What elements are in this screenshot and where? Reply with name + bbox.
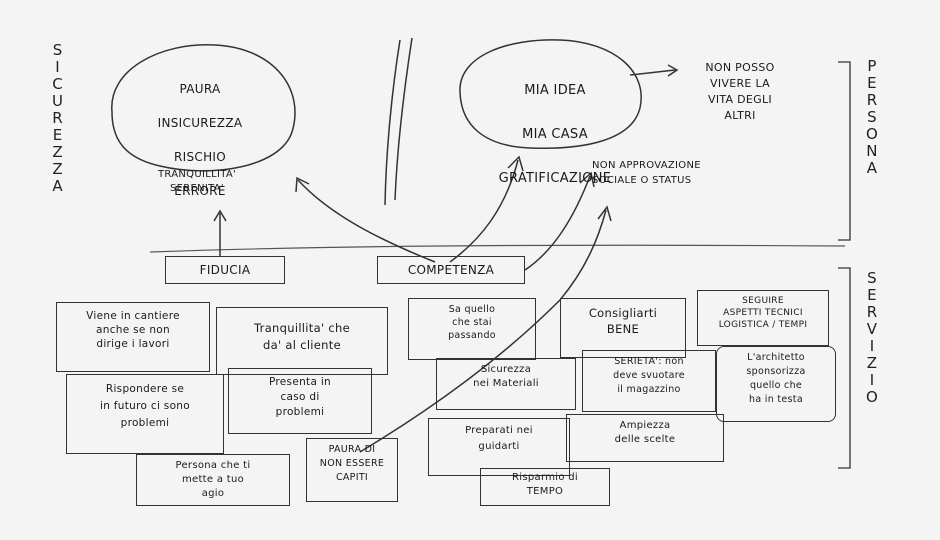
card-seguire: SEGUIRE ASPETTI TECNICI LOGISTICA / TEMP… [697,290,829,346]
arrow-vivere [629,69,676,76]
bubble-word: MIA CASA [522,127,588,142]
left-bubble-text: PAURA INSICUREZZA RISCHIO ERRORE [140,64,260,217]
bubble-word: INSICUREZZA [157,116,243,130]
vertical-label-letter: P [867,57,877,75]
arrow-competenza-right [524,175,591,271]
label-sicurezza: SICUREZZASICUREZZA [52,42,63,195]
bubble-word: GRATIFICAZIONE [498,171,612,186]
note-approvazione: NON APPROVAZIONE SOCIALE O STATUS [592,160,701,186]
card-serieta: SERIETA': non deve svuotare il magazzino [582,350,716,412]
card-architetto: L'architetto sponsorizza quello che ha i… [716,346,836,422]
right-bubble-text: MIA IDEA MIA CASA GRATIFICAZIONE [470,58,640,212]
note-vivere: NON POSSO VIVERE LA VITA DEGLI ALTRI [705,61,775,122]
label-servizio: SERVIZIOSERVIZIO [866,270,878,406]
vertical-label-letter: R [866,91,878,109]
right-bubble-outline [459,39,642,149]
arrow-competenza-up [449,159,519,263]
vertical-label-letter: Z [866,354,878,372]
arrow-competenza-left [297,179,436,263]
horizontal-divider [149,244,846,253]
card-presenta: Presenta in caso di problemi [228,368,372,434]
header-fiducia: FIDUCIA [165,256,285,284]
arrows [213,64,679,453]
vertical-label-letter: I [869,371,875,389]
left-bubble-outline [111,44,296,172]
vertical-label-letter: E [52,126,63,144]
card-paura-capiti: PAURA DI NON ESSERE CAPITI [306,438,398,502]
label-persona: PERSONAPERSONA [866,58,878,177]
arrow-competenza-up-head [507,155,524,172]
vertical-label-letter: S [52,41,63,59]
arrow-paura-long-head [597,205,612,222]
card-sa-quello: Sa quello che stai passando [408,298,536,360]
card-ampiezza: Ampiezza delle scelte [566,414,724,462]
card-sicurezza-materiali: Sicurezza nei Materiali [436,358,576,410]
vertical-label-letter: S [867,108,877,126]
card-viene-cantiere: Viene in cantiere anche se non dirige i … [56,302,210,372]
card-tranquillita-cliente: Tranquillita' che da' al cliente [216,307,388,375]
vertical-divider [384,39,401,206]
arrow-paura-long [359,209,607,453]
vertical-label-letter: R [866,303,878,321]
bubble-word: RISCHIO [174,150,226,164]
card-consigliarti: Consigliarti BENE [560,298,686,358]
arrow-competenza-left-head [295,176,310,193]
bubble-word: MIA IDEA [524,83,586,98]
arrow-fiducia-head [213,209,227,222]
vertical-label-letter: A [866,159,878,177]
vertical-label-letter: E [867,74,877,92]
arrow-vivere-head [667,64,679,77]
vertical-label-letter: I [55,58,60,76]
card-risparmio: Risparmio di TEMPO [480,468,610,506]
card-persona-agio: Persona che ti mette a tuo agio [136,454,290,506]
vertical-label-letter: V [866,320,878,338]
vertical-label-letter: U [52,92,63,110]
vertical-label-letter: S [867,269,877,287]
vertical-label-letter: C [52,75,63,93]
note-tranquillita: TRANQUILLITA' SERENITA' [157,169,237,194]
header-competenza: COMPETENZA [377,256,525,284]
vertical-label-letter: I [869,337,875,355]
card-rispondere: Rispondere se in futuro ci sono problemi [66,374,224,454]
vertical-label-letter: Z [52,160,63,178]
vertical-label-letter: O [866,388,878,406]
vertical-divider-2 [394,37,413,201]
vertical-label-letter: E [867,286,877,304]
vertical-label-letter: Z [52,143,63,161]
vertical-label-letter: R [52,109,63,127]
servizio-bracket [838,267,851,469]
card-preparati: Preparati nei guidarti [428,418,570,476]
bubble-word: PAURA [179,82,221,96]
bubble-word: ERRORE [174,184,226,198]
vertical-label-letter: O [866,125,878,143]
vertical-label-letter: N [866,142,878,160]
arrow-competenza-right-head [579,171,595,188]
vertical-label-letter: A [52,177,63,195]
persona-bracket [838,61,851,241]
